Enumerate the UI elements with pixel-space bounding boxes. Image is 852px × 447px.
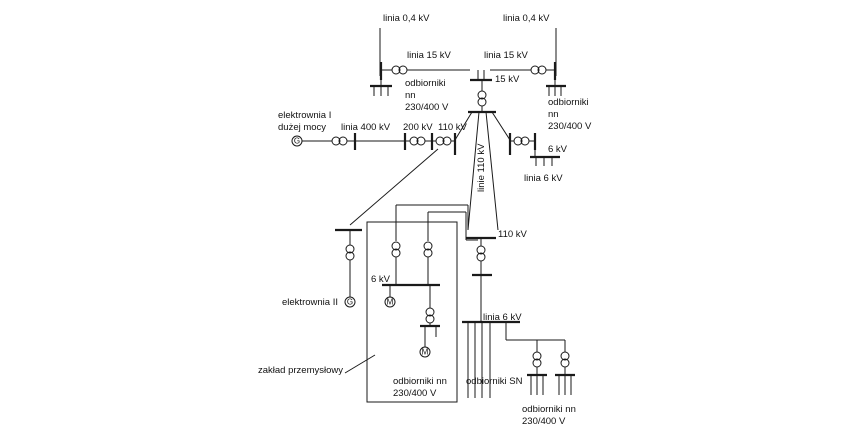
label-linia-400: linia 400 kV — [341, 122, 391, 133]
label-odb-right-1: odbiorniki — [548, 97, 589, 108]
label-linie-110: linie 110 kV — [476, 143, 487, 192]
zaklad-przemyslowy-box — [366, 221, 458, 403]
label-200kv: 200 kV — [403, 122, 433, 133]
generator-ii-icon — [344, 296, 356, 308]
label-odb-bottom-2: 230/400 V — [522, 416, 566, 427]
label-odb-sn: odbiorniki SN — [466, 376, 523, 387]
label-110kv-mid: 110 kV — [498, 229, 528, 240]
label-linia-15-right: linia 15 kV — [484, 50, 528, 61]
line-to-elektrownia-ii — [349, 148, 439, 226]
label-odb-plant-1: odbiorniki nn — [393, 376, 447, 387]
zaklad-pointer — [344, 354, 376, 374]
line-110-a — [454, 111, 473, 141]
generator-i-symbol: G — [294, 137, 300, 146]
transformer-plant-3-coil1 — [425, 307, 435, 317]
label-6kv-right: 6 kV — [548, 144, 568, 155]
transformer-gen-400-coil1 — [331, 136, 341, 146]
generator-ii-symbol: G — [347, 298, 353, 307]
label-odb-right-3: 230/400 V — [548, 121, 592, 132]
label-odb-left-3: 230/400 V — [405, 102, 449, 113]
transformer-15-110-coil1 — [477, 90, 487, 100]
transformer-plant-2-coil1 — [423, 241, 433, 251]
transformer-plant-1-coil1 — [391, 241, 401, 251]
label-elektrownia-i-1: elektrownia I — [278, 110, 331, 121]
label-linia-6-right: linia 6 kV — [524, 173, 563, 184]
transformer-400-200-coil1 — [409, 136, 419, 146]
label-linia-04-left: linia 0,4 kV — [383, 13, 430, 24]
line-110-c — [467, 111, 480, 231]
motor-1-symbol: M — [387, 298, 394, 307]
line-110-b — [491, 111, 511, 141]
label-linia-15-left: linia 15 kV — [407, 50, 451, 61]
label-linia-04-right: linia 0,4 kV — [503, 13, 550, 24]
transformer-15-04-right-coil1 — [530, 65, 540, 75]
transformer-15-04-left-coil1 — [391, 65, 401, 75]
label-odb-right-2: nn — [548, 109, 559, 120]
label-zaklad: zakład przemysłowy — [258, 365, 343, 376]
motor-1-icon — [384, 296, 396, 308]
label-odb-left-1: odbiorniki — [405, 78, 446, 89]
label-odb-bottom-1: odbiorniki nn — [522, 404, 576, 415]
transformer-bottom-2-coil1 — [560, 351, 570, 361]
label-linia-6-bottom: linia 6 kV — [483, 312, 522, 323]
label-odb-plant-2: 230/400 V — [393, 388, 437, 399]
motor-2-icon — [419, 346, 431, 358]
line-110-d — [485, 111, 499, 231]
label-6kv-plant: 6 kV — [371, 274, 391, 285]
label-elektrownia-i-2: dużej mocy — [278, 122, 326, 133]
label-15kv: 15 kV — [495, 74, 520, 85]
transformer-bottom-1-coil1 — [532, 351, 542, 361]
transformer-200-110-coil1 — [435, 136, 445, 146]
motor-2-symbol: M — [422, 348, 429, 357]
label-elektrownia-ii: elektrownia II — [282, 297, 338, 308]
transformer-110-6-mid-coil1 — [476, 245, 486, 255]
label-110kv-top: 110 kV — [438, 122, 468, 133]
label-odb-left-2: nn — [405, 90, 416, 101]
transformer-110-6-coil1 — [513, 136, 523, 146]
transformer-el2-coil1 — [345, 244, 355, 254]
